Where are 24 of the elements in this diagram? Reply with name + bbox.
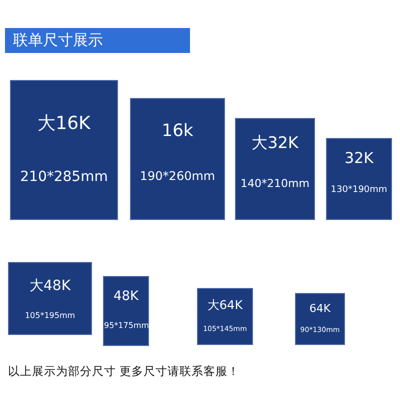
paper-size-card xyxy=(10,80,118,220)
paper-size-card xyxy=(295,293,345,345)
paper-size-card xyxy=(8,262,92,335)
title-banner: 联单尺寸展示 xyxy=(5,28,190,53)
size-dimensions: 95*175mm xyxy=(104,321,148,330)
paper-size-card xyxy=(326,138,392,220)
size-dimensions: 105*195mm xyxy=(24,311,76,320)
size-dimensions: 130*190mm xyxy=(330,185,388,195)
size-name: 64K xyxy=(308,302,332,315)
size-name: 大32K xyxy=(250,133,300,154)
size-name: 大64K xyxy=(206,297,244,314)
size-dimensions: 210*285mm xyxy=(19,169,109,185)
paper-size-card xyxy=(197,288,253,345)
size-name: 16k xyxy=(160,121,194,141)
paper-size-card xyxy=(130,98,225,220)
size-name: 48K xyxy=(112,289,140,304)
footer-note: 以上展示为部分尺寸 更多尺寸请联系客服！ xyxy=(8,364,240,379)
size-name: 32K xyxy=(344,149,374,167)
paper-size-card xyxy=(103,276,149,346)
size-dimensions: 190*260mm xyxy=(138,169,216,183)
size-name: 大48K xyxy=(28,277,72,295)
size-dimensions: 140*210mm xyxy=(240,177,310,190)
size-name: 大16K xyxy=(36,112,92,135)
paper-size-card xyxy=(235,118,315,220)
